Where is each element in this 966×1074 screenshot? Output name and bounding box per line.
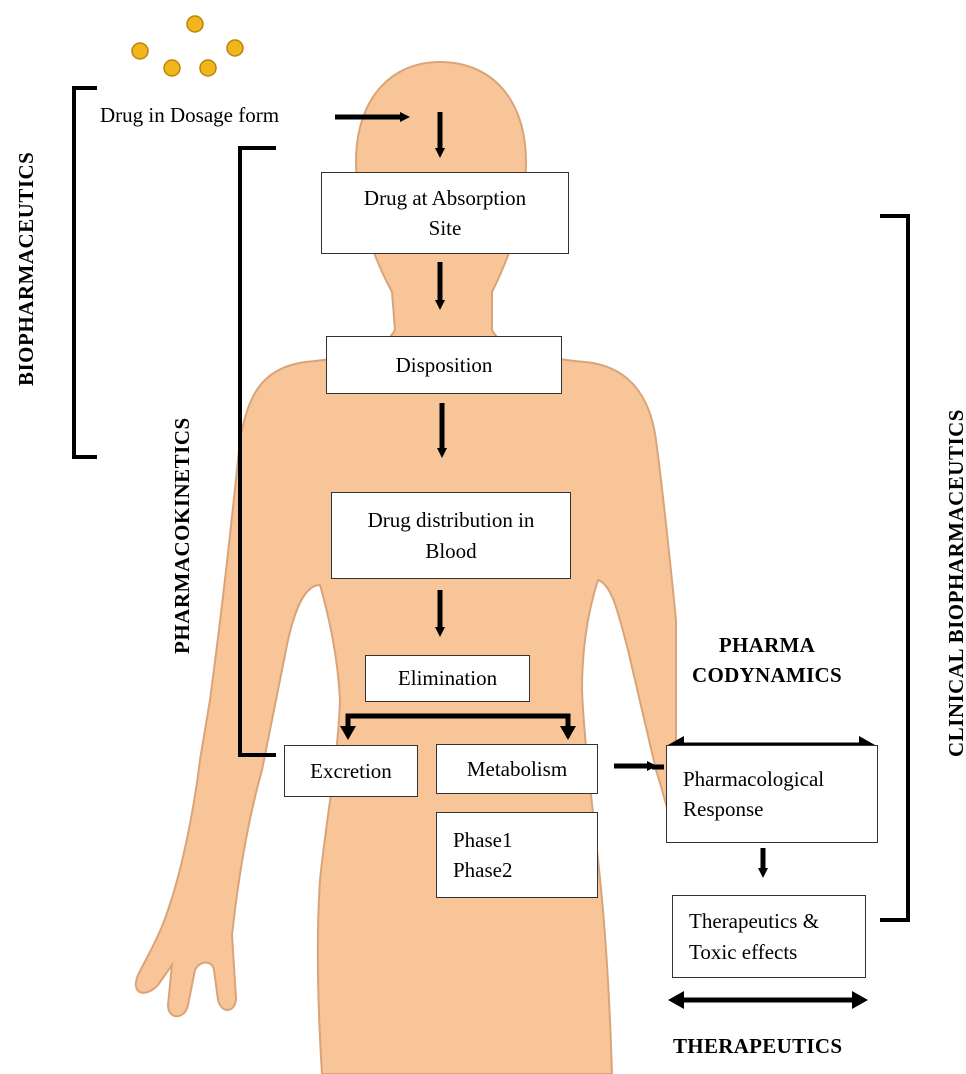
biopharmaceutics-bracket — [74, 88, 97, 457]
therapeutic-line-2: Toxic effects — [689, 937, 819, 967]
metabolism-label: Metabolism — [467, 754, 567, 784]
metabolism-box: Metabolism — [436, 744, 598, 794]
pharmacodynamics-line-2: CODYNAMICS — [672, 660, 862, 690]
disposition-label: Disposition — [396, 350, 493, 380]
phase2-label: Phase2 — [453, 855, 513, 885]
pharmacodynamics-line-1: PHARMA — [672, 630, 862, 660]
excretion-label: Excretion — [310, 756, 392, 786]
excretion-box: Excretion — [284, 745, 418, 797]
therapeutic-line-1: Therapeutics & — [689, 906, 819, 936]
therapeutic-toxic-box: Therapeutics & Toxic effects — [672, 895, 866, 978]
distribution-line-1: Drug distribution in — [368, 505, 535, 535]
drug-in-dosage-form-label: Drug in Dosage form — [100, 103, 279, 128]
absorption-site-box: Drug at Absorption Site — [321, 172, 569, 254]
pharmacological-response-box: Pharmacological Response — [666, 745, 878, 843]
disposition-box: Disposition — [326, 336, 562, 394]
elimination-label: Elimination — [398, 663, 497, 693]
clinical-bracket — [880, 216, 908, 920]
response-line-2: Response — [683, 794, 824, 824]
biopharmaceutics-label: BIOPHARMACEUTICS — [14, 152, 39, 386]
therapeutics-heading: THERAPEUTICS — [673, 1034, 842, 1059]
distribution-box: Drug distribution in Blood — [331, 492, 571, 579]
distribution-line-2: Blood — [368, 536, 535, 566]
pill-icon — [132, 16, 243, 76]
pharmacodynamics-heading: PHARMA CODYNAMICS — [672, 630, 862, 691]
clinical-biopharmaceutics-label: CLINICAL BIOPHARMACEUTICS — [944, 409, 966, 757]
elimination-box: Elimination — [365, 655, 530, 702]
phase1-label: Phase1 — [453, 825, 513, 855]
absorption-line-1: Drug at Absorption — [364, 183, 526, 213]
pharmacokinetics-label: PHARMACOKINETICS — [170, 417, 195, 654]
phases-box: Phase1 Phase2 — [436, 812, 598, 898]
response-line-1: Pharmacological — [683, 764, 824, 794]
absorption-line-2: Site — [364, 213, 526, 243]
